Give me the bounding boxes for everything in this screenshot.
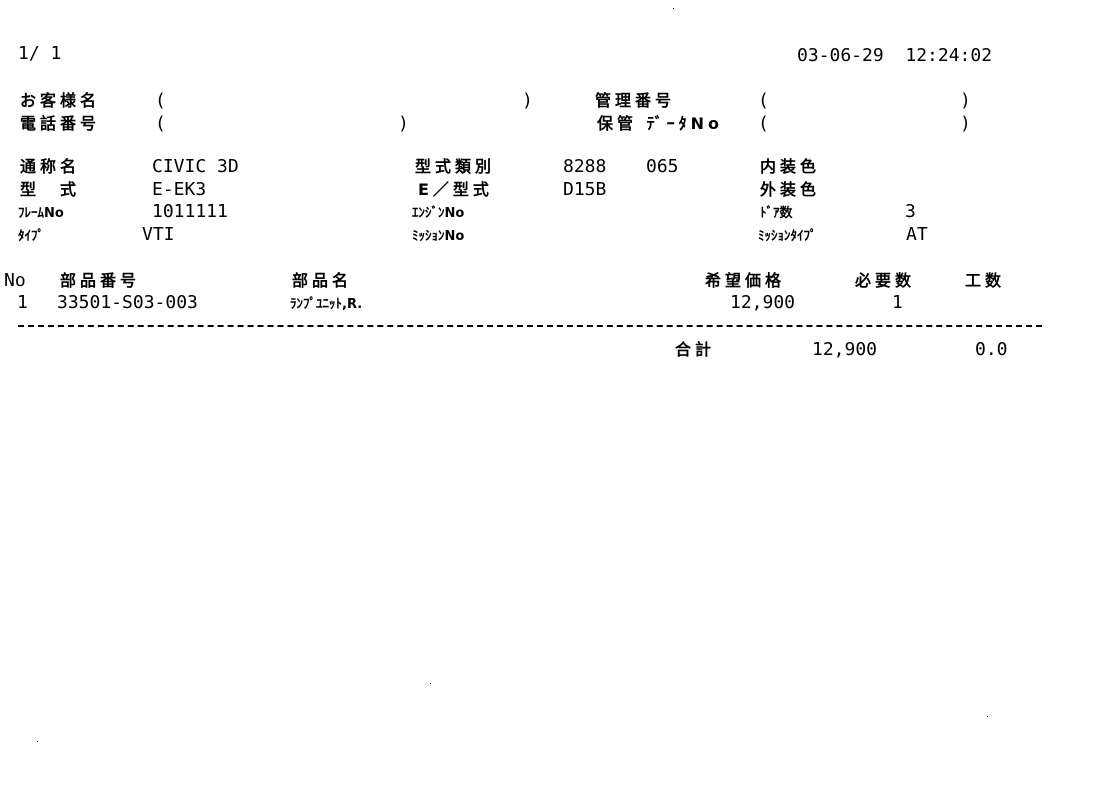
interior-color-label: 内装色 bbox=[760, 157, 821, 176]
phone-open: ( bbox=[155, 113, 166, 134]
type-label: ﾀｲﾌﾟ bbox=[18, 229, 44, 244]
total-price: 12,900 bbox=[812, 339, 878, 360]
header-quantity: 必要数 bbox=[855, 271, 916, 290]
row-part-name: ﾗﾝﾌﾟﾕﾆｯﾄ,R. bbox=[290, 297, 363, 312]
model-class-value-1: 8288 bbox=[563, 156, 607, 177]
management-no-open: ( bbox=[758, 90, 769, 111]
phone-label: 電話番号 bbox=[20, 114, 101, 133]
frame-no-label: ﾌﾚｰﾑNo bbox=[18, 206, 64, 221]
print-datetime: 03-06-29 12:24:02 bbox=[797, 45, 993, 66]
management-no-label: 管理番号 bbox=[595, 91, 676, 110]
customer-name-open: ( bbox=[155, 90, 166, 111]
dashed-separator bbox=[18, 325, 1042, 327]
scan-speck bbox=[673, 8, 674, 9]
model-label: 型 式 bbox=[20, 180, 81, 199]
row-quantity: 1 bbox=[892, 292, 903, 313]
header-price: 希望価格 bbox=[705, 271, 786, 290]
engine-model-label: E／型式 bbox=[418, 180, 493, 199]
mission-type-label: ﾐｯｼｮﾝﾀｲﾌﾟ bbox=[758, 229, 817, 244]
model-class-value-2: 065 bbox=[646, 156, 679, 177]
header-part-name: 部品名 bbox=[292, 271, 353, 290]
header-no: No bbox=[4, 270, 26, 291]
frame-no-value: 1011111 bbox=[152, 201, 228, 222]
exterior-color-label: 外装色 bbox=[760, 180, 821, 199]
row-part-number: 33501-S03-003 bbox=[57, 292, 198, 313]
total-label: 合計 bbox=[675, 340, 716, 359]
door-count-label: ﾄﾞｱ数 bbox=[760, 206, 793, 221]
engine-model-value: D15B bbox=[563, 179, 607, 200]
mission-type-value: AT bbox=[906, 224, 928, 245]
common-name-label: 通称名 bbox=[20, 157, 81, 176]
storage-data-label: 保管 ﾃﾞｰﾀNo bbox=[597, 114, 723, 133]
storage-data-open: ( bbox=[758, 113, 769, 134]
common-name-value: CIVIC 3D bbox=[152, 156, 239, 177]
header-labor: 工数 bbox=[965, 271, 1006, 290]
door-count-value: 3 bbox=[905, 201, 916, 222]
scan-speck bbox=[987, 716, 988, 717]
type-value: VTI bbox=[142, 224, 175, 245]
mission-no-label: ﾐｯｼｮﾝNo bbox=[412, 229, 465, 244]
row-no: 1 bbox=[17, 292, 28, 313]
customer-name-label: お客様名 bbox=[20, 91, 101, 110]
page-indicator: 1/ 1 bbox=[18, 43, 62, 64]
phone-close: ) bbox=[398, 113, 409, 134]
storage-data-close: ) bbox=[960, 113, 971, 134]
scan-speck bbox=[430, 683, 431, 684]
customer-name-close: ) bbox=[522, 90, 533, 111]
management-no-close: ) bbox=[960, 90, 971, 111]
scan-speck bbox=[37, 741, 38, 742]
total-labor: 0.0 bbox=[975, 339, 1008, 360]
header-part-number: 部品番号 bbox=[60, 271, 141, 290]
model-class-label: 型式類別 bbox=[415, 157, 496, 176]
engine-no-label: ｴﾝｼﾞﾝNo bbox=[412, 206, 465, 221]
model-value: E-EK3 bbox=[152, 179, 207, 200]
row-price: 12,900 bbox=[730, 292, 796, 313]
